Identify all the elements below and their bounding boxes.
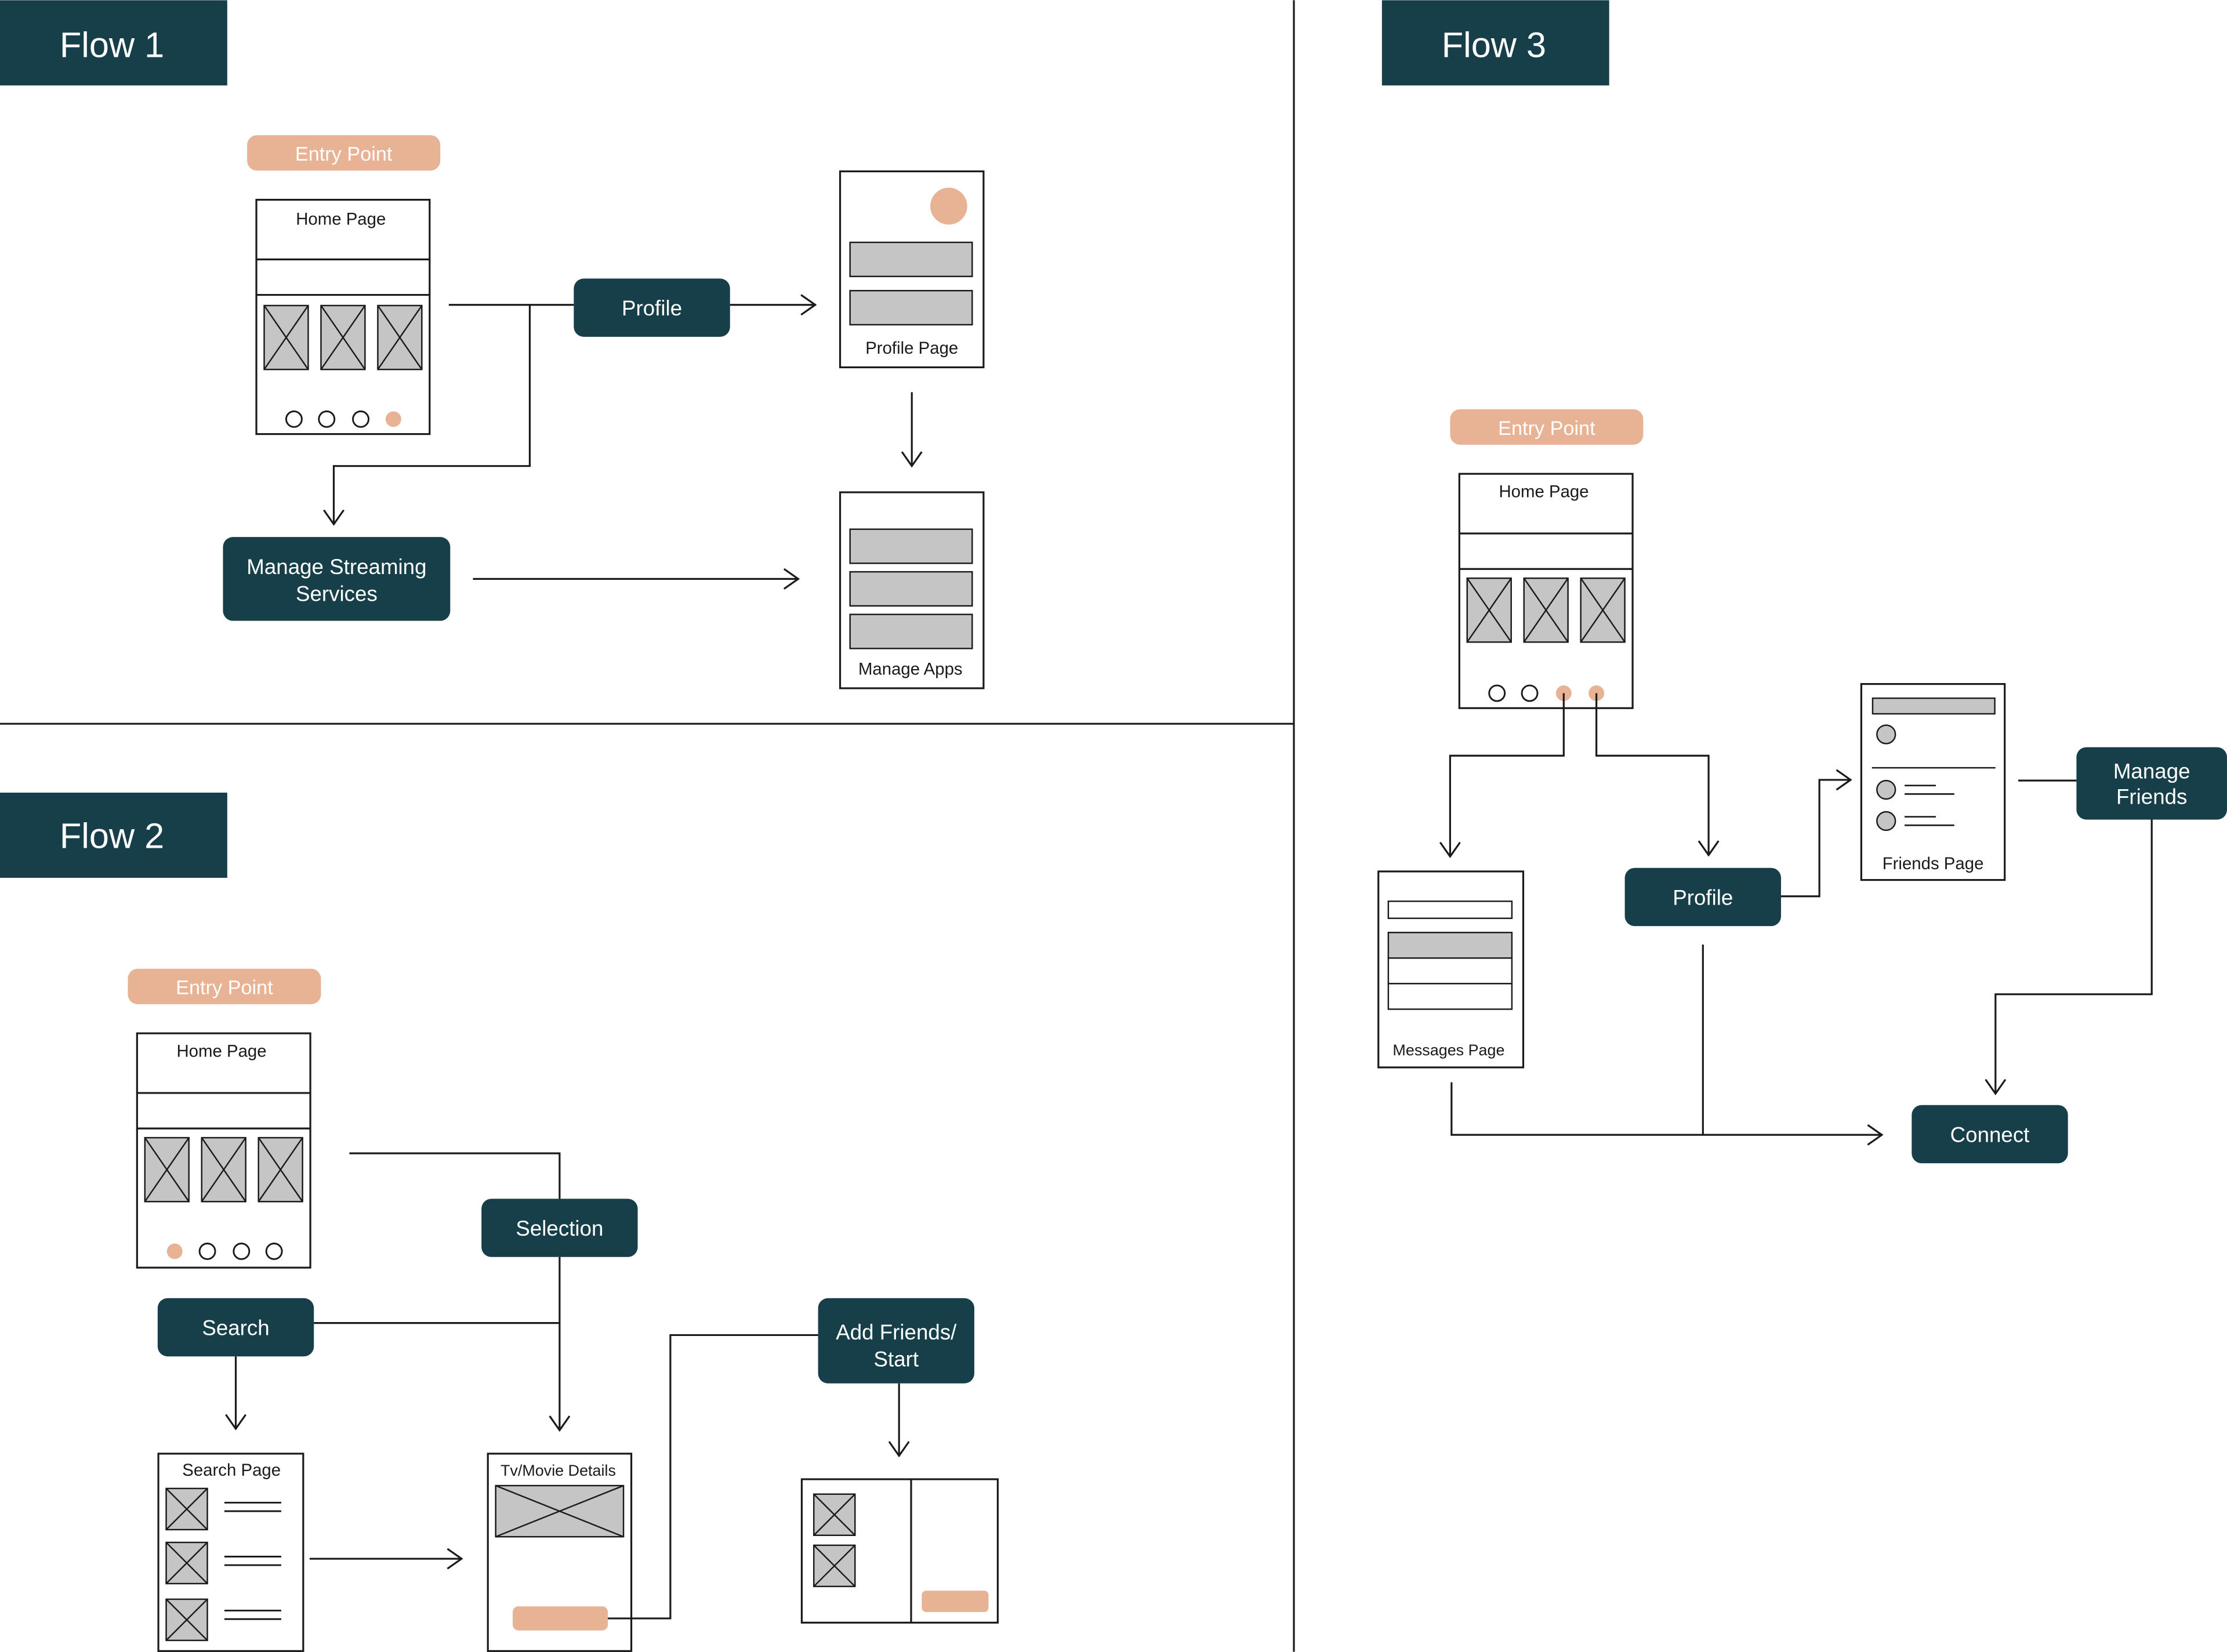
flow2-details-page-label: Tv/Movie Details: [500, 1462, 616, 1479]
image-placeholder-icon: [165, 1487, 208, 1531]
nav-dot-icon: [318, 410, 336, 428]
image-placeholder-icon: [495, 1484, 625, 1538]
flow3-profile-button-label: Profile: [1673, 885, 1733, 909]
image-placeholder-icon: [1523, 577, 1569, 643]
image-placeholder-icon: [320, 304, 366, 371]
image-placeholder-icon: [165, 1541, 208, 1585]
flow2-section: Flow 2 Entry Point Home Page: [0, 792, 999, 1652]
nav-dot-active-icon: [385, 411, 401, 427]
flow3-connect-button-label: Connect: [1950, 1123, 2030, 1146]
flow3-home-page-wireframe: Home Page: [1458, 473, 1634, 709]
flow2-watch-page-wireframe: [800, 1478, 999, 1624]
flow1-manage-streaming-button[interactable]: [223, 537, 451, 621]
flow1-title: Flow 1: [60, 25, 164, 64]
flow3-friends-page-label: Friends Page: [1883, 854, 1984, 873]
nav-dot-icon: [265, 1243, 283, 1260]
image-placeholder-icon: [257, 1137, 303, 1203]
image-placeholder-icon: [263, 304, 309, 371]
nav-dot-icon: [285, 410, 303, 428]
flow2-search-page-wireframe: Search Page: [157, 1453, 304, 1652]
image-placeholder-icon: [813, 1493, 856, 1536]
flow1-manage-apps-label: Manage Apps: [858, 660, 963, 679]
nav-dot-active-icon: [166, 1243, 183, 1259]
image-placeholder-icon: [1466, 577, 1512, 643]
flow1-profile-button[interactable]: [574, 278, 730, 337]
nav-dot-icon: [198, 1243, 216, 1260]
flow2-home-page-wireframe: Home Page: [136, 1032, 311, 1269]
flow3-friends-page-wireframe: Friends Page: [1860, 683, 2006, 881]
flow1-entry-label: Entry Point: [295, 143, 393, 165]
flow1-connectors: [334, 305, 912, 579]
image-placeholder-icon: [165, 1598, 208, 1642]
flow2-add-friends-label-1: Add Friends/: [836, 1320, 957, 1344]
image-placeholder-icon: [201, 1137, 246, 1203]
flow3-home-page-label: Home Page: [1499, 482, 1588, 502]
flow1-title-bar: [0, 0, 227, 86]
flow1-profile-page-label: Profile Page: [865, 339, 958, 358]
flow2-connectors: [236, 1152, 899, 1620]
image-placeholder-icon: [1580, 577, 1626, 643]
flow3-manage-friends-label-1: Manage: [2113, 759, 2190, 783]
image-placeholder-icon: [144, 1137, 190, 1203]
flow2-details-action-button[interactable]: [513, 1606, 608, 1631]
flow3-connectors: [1450, 693, 2153, 1135]
flow2-title-bar: [0, 792, 227, 878]
image-placeholder-icon: [813, 1544, 856, 1588]
flow3-connect-button[interactable]: [1912, 1105, 2068, 1164]
flow2-search-page-label: Search Page: [182, 1461, 281, 1480]
flow2-search-button[interactable]: [157, 1298, 314, 1357]
flow3-manage-friends-button[interactable]: [2076, 747, 2227, 820]
nav-dot-icon: [233, 1243, 251, 1260]
flow3-entry-pill: [1450, 409, 1644, 445]
avatar-icon: [1876, 779, 1896, 800]
flow2-search-button-label: Search: [202, 1316, 269, 1339]
nav-dot-icon: [1488, 684, 1506, 702]
flow2-selection-button[interactable]: [481, 1199, 638, 1257]
image-placeholder-icon: [377, 304, 423, 371]
flow2-entry-label: Entry Point: [176, 977, 273, 999]
avatar-icon: [930, 187, 967, 225]
flow3-messages-page-wireframe: Messages Page: [1377, 870, 1525, 1069]
flow2-watch-action-button[interactable]: [922, 1591, 989, 1613]
flow3-profile-button[interactable]: [1624, 867, 1782, 927]
flow1-profile-page-wireframe: Profile Page: [839, 170, 985, 369]
nav-dot-icon: [352, 410, 369, 428]
flow1-profile-button-label: Profile: [622, 296, 682, 320]
flow1-section: Flow 1 Entry Point Home Page: [0, 0, 985, 689]
flow1-manage-apps-wireframe: Manage Apps: [839, 491, 985, 689]
flow3-title-bar: [1381, 0, 1609, 86]
flow3-manage-friends-label-2: Friends: [2116, 785, 2187, 809]
flow1-manage-streaming-label-2: Services: [296, 582, 378, 605]
nav-dot-icon: [1521, 684, 1539, 702]
flow1-home-page-wireframe: Home Page: [255, 198, 431, 435]
flow1-manage-streaming-label-1: Manage Streaming: [246, 555, 426, 579]
flow2-home-page-label: Home Page: [176, 1041, 266, 1061]
flow1-home-page-label: Home Page: [296, 209, 386, 228]
avatar-icon: [1876, 811, 1896, 832]
avatar-icon: [1876, 724, 1896, 745]
flow2-add-friends-label-2: Start: [874, 1347, 919, 1371]
flow3-section: Flow 3 Entry Point Home Page: [1377, 0, 2227, 1164]
flow3-entry-label: Entry Point: [1498, 417, 1595, 440]
flow3-title: Flow 3: [1442, 25, 1546, 64]
flow3-messages-page-label: Messages Page: [1392, 1041, 1504, 1059]
flow2-entry-pill: [128, 968, 321, 1004]
flow2-add-friends-button[interactable]: [818, 1298, 974, 1384]
flow2-title: Flow 2: [60, 816, 164, 855]
flow1-entry-pill: [247, 135, 441, 171]
flow2-selection-button-label: Selection: [516, 1217, 603, 1240]
flow2-details-page-wireframe: Tv/Movie Details: [487, 1453, 633, 1652]
